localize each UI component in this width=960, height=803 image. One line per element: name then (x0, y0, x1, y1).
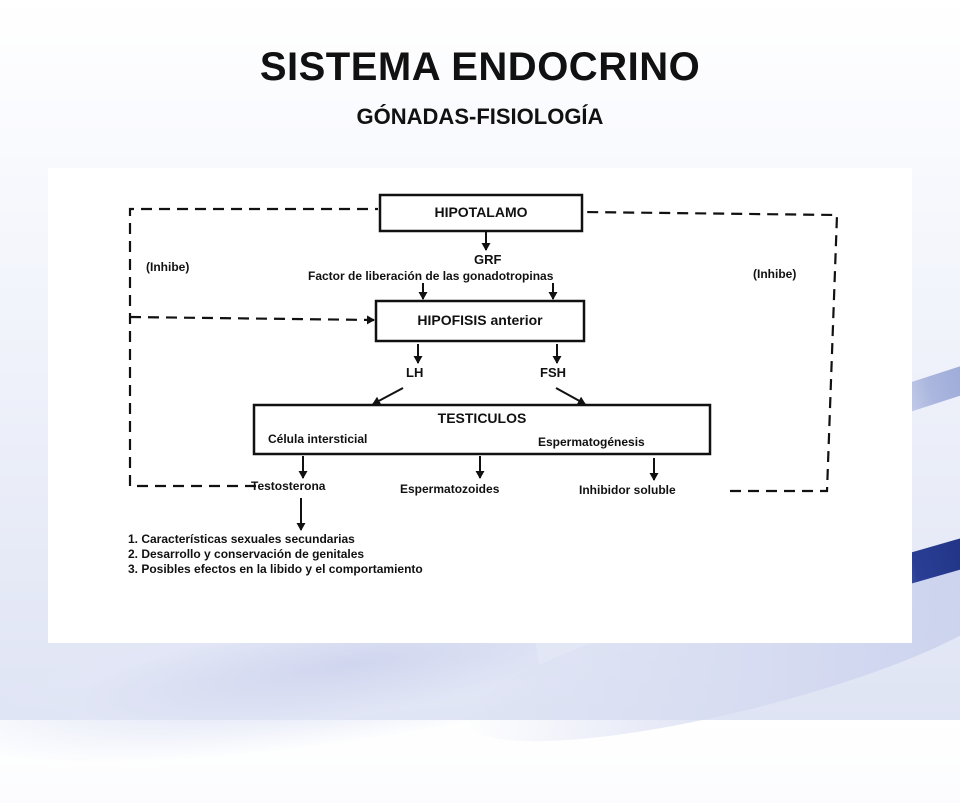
interstitial-cell-label: Célula intersticial (268, 432, 368, 446)
feedback-left-to-hypothalamus (128, 207, 378, 488)
testes-label: TESTICULOS (437, 410, 527, 426)
diagram-connectors (128, 193, 839, 531)
hypothalamus-box (378, 193, 584, 233)
inhibit-left-label: (Inhibe) (146, 260, 190, 274)
inhibit-right-label: (Inhibe) (753, 267, 797, 281)
inhibin-label: Inhibidor soluble (579, 483, 676, 497)
testes-box (252, 403, 712, 456)
feedback-right-to-hypothalamus (583, 210, 839, 493)
testosterone-label: Testosterona (251, 479, 326, 493)
pituitary-label: HIPOFISIS anterior (417, 312, 543, 328)
pituitary-box (374, 299, 586, 343)
spermatozoa-label: Espermatozoides (400, 482, 500, 496)
slide-title: SISTEMA ENDOCRINO (259, 45, 701, 89)
slide-subtitle: GÓNADAS-FISIOLOGÍA (356, 104, 604, 129)
lh-label: LH (406, 365, 424, 380)
grf-description: Factor de liberación de las gonadotropin… (308, 269, 554, 283)
effects-list-item: 1. Características sexuales secundarias (128, 532, 355, 546)
feedback-left-to-pituitary (129, 315, 375, 325)
effects-list: 1. Características sexuales secundarias … (128, 532, 423, 577)
grf-label: GRF (474, 252, 502, 267)
spermatogenesis-label: Espermatogénesis (538, 435, 645, 449)
fsh-label: FSH (540, 365, 566, 380)
effects-list-item: 2. Desarrollo y conservación de genitale… (128, 547, 365, 561)
effects-list-item: 3. Posibles efectos en la libido y el co… (128, 562, 423, 576)
arrow-fsh-testes (555, 387, 586, 405)
diagram-figure: HIPOTALAMO GRF Factor de liberación de l… (48, 168, 912, 643)
hypothalamus-label: HIPOTALAMO (434, 204, 528, 220)
arrow-lh-testes (372, 387, 404, 405)
